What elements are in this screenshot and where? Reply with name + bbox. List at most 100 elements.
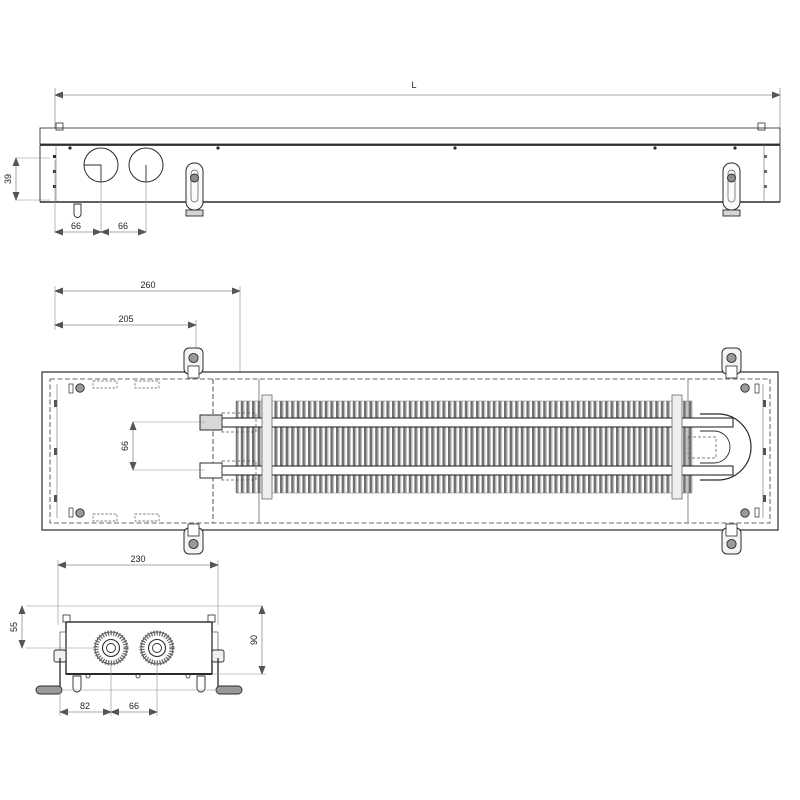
dim-label-pipe-spacing-1: 66 <box>118 221 128 231</box>
rivet-a <box>68 146 72 150</box>
dim-label-pipe-offset-1: 66 <box>71 221 81 231</box>
tube-left-bore <box>106 643 116 653</box>
tube-right-bore <box>152 643 162 653</box>
fin-support-strip-left <box>261 394 273 500</box>
end-tube-sections <box>26 630 175 666</box>
slot-r3 <box>764 185 767 188</box>
foot-mark-a <box>85 673 91 679</box>
clip-tl-tab <box>187 365 200 379</box>
clip-bottom-left <box>183 523 204 555</box>
dimension-overall-length: L <box>54 76 781 132</box>
tab-tr <box>754 383 760 394</box>
inlet-cross <box>84 164 102 182</box>
dim-label-edge-to-tube: 82 <box>80 701 90 711</box>
slot-pl-1 <box>54 400 57 407</box>
bracket-right-bolt <box>727 173 736 183</box>
supply-tube <box>212 417 734 428</box>
dim-label-casing-depth: 90 <box>249 635 259 645</box>
dimension-body-height: 39 <box>3 157 50 201</box>
end-tab-right <box>207 614 216 623</box>
tab-tl <box>68 383 74 394</box>
cover-tab-right <box>757 122 766 131</box>
finned-heat-exchanger <box>212 394 734 500</box>
end-feet <box>35 658 243 695</box>
casing-side-body <box>39 145 781 203</box>
slot-r2 <box>764 170 767 173</box>
dimension-casing-depth: 90 <box>212 605 266 675</box>
fixing-top-left <box>75 383 85 393</box>
return-tube <box>212 465 734 476</box>
u-bend-outer <box>700 413 752 481</box>
side-elevation-view: L <box>3 76 781 236</box>
tab-br <box>754 507 760 518</box>
tube-right-fin-ring <box>139 630 175 666</box>
tube-section-left <box>93 630 129 666</box>
bracket-left-slot <box>190 169 199 203</box>
clip-br-bolt <box>726 538 737 550</box>
fixing-bottom-left <box>75 508 85 518</box>
slot-pr-3 <box>763 495 766 502</box>
slot-l1 <box>53 155 56 158</box>
notch-tl-b <box>134 380 160 389</box>
slot-l2 <box>53 170 56 173</box>
u-bend-detail <box>687 436 717 459</box>
plan-mounting-clips <box>183 347 742 555</box>
tube-section-right <box>139 630 175 666</box>
fitting-return-sleeve <box>221 460 257 481</box>
bracket-right-slot <box>727 169 736 203</box>
foot-mark-c <box>185 673 191 679</box>
bracket-left-bolt <box>190 173 199 183</box>
notch-bl-a <box>92 513 118 522</box>
drain-stub-right <box>196 675 206 693</box>
clip-top-right <box>721 347 742 379</box>
fin-support-strip-right <box>671 394 683 500</box>
rivet-c <box>453 146 457 150</box>
notch-tl-a <box>92 380 118 389</box>
bracket-right-foot <box>722 209 741 217</box>
plan-inner-dashed-outline <box>49 378 771 524</box>
clip-tr-bolt <box>726 352 737 364</box>
fin-pack-body <box>236 401 692 493</box>
drain-stub <box>73 203 82 218</box>
slot-pr-2 <box>763 448 766 455</box>
bracket-side-right <box>722 162 741 217</box>
notch-bl-b <box>134 513 160 522</box>
dim-label-tube-to-tube: 66 <box>129 701 139 711</box>
fitting-supply-sleeve <box>221 412 257 433</box>
dimension-pipe-offsets: 66 66 <box>54 221 147 236</box>
adjustable-foot-left <box>35 685 63 695</box>
cover-plate <box>39 127 781 145</box>
drain-stub-left <box>72 675 82 693</box>
fixing-top-right <box>740 383 750 393</box>
clip-tl-bolt <box>188 352 199 364</box>
dim-label-bg-L <box>405 76 423 90</box>
return-bend <box>687 413 752 481</box>
dim-label-overall-length: L <box>411 80 416 90</box>
bracket-side-left <box>185 162 204 217</box>
end-tab-left <box>62 614 71 623</box>
slot-pr-1 <box>763 400 766 407</box>
dimension-bottom-offsets: 82 66 <box>59 664 158 716</box>
fixing-bottom-right <box>740 508 750 518</box>
fitting-return <box>199 462 223 479</box>
bracket-left-foot <box>185 209 204 217</box>
fitting-supply <box>199 414 223 431</box>
rivet-d <box>653 146 657 150</box>
plan-pipe-fittings <box>199 412 257 481</box>
end-section-view: 230 <box>9 554 266 716</box>
plan-corner-fixings <box>68 380 760 522</box>
slot-pl-2 <box>54 448 57 455</box>
dimension-top-offset: 55 <box>9 605 26 649</box>
dim-label-outer-width: 260 <box>140 280 155 290</box>
plan-view: 260 205 <box>41 280 779 555</box>
clip-top-left <box>183 347 204 379</box>
dim-label-top-offset: 55 <box>9 622 19 632</box>
rivet-b <box>216 146 220 150</box>
dimension-casing-width: 230 <box>57 554 219 625</box>
slot-r1 <box>764 155 767 158</box>
foot-mark-b <box>135 673 141 679</box>
dimension-tube-spacing: 66 <box>120 421 205 471</box>
tab-bl <box>68 507 74 518</box>
